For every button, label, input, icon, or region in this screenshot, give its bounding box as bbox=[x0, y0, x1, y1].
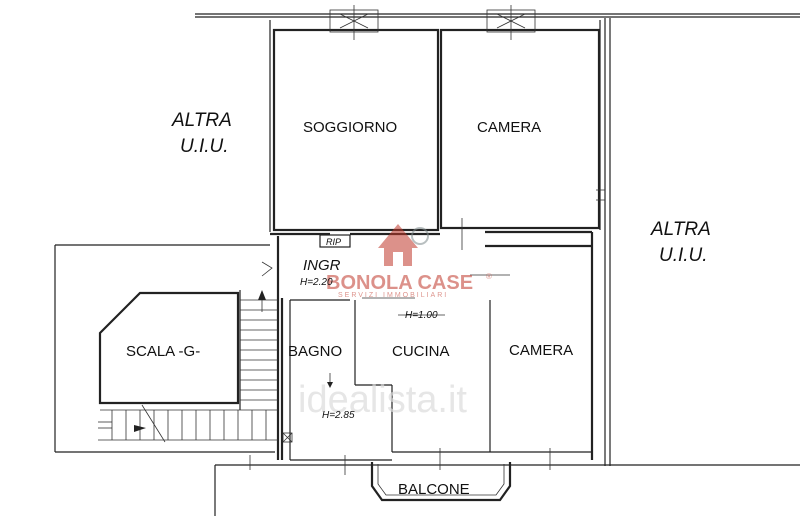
watermark-brand: BONOLA CASE bbox=[326, 272, 473, 294]
globe-icon bbox=[411, 227, 429, 245]
room-scala: SCALA -G- bbox=[126, 343, 200, 360]
balcony bbox=[249, 448, 551, 502]
height-ingresso: H=2.20 bbox=[300, 277, 333, 288]
room-camera-top: CAMERA bbox=[477, 119, 541, 136]
upper-rooms-walls bbox=[269, 20, 605, 232]
top-windows bbox=[329, 5, 536, 40]
room-camera-right: CAMERA bbox=[509, 342, 573, 359]
neighbor-left-line2: U.I.U. bbox=[180, 136, 229, 157]
room-ingresso: INGR bbox=[303, 257, 341, 274]
staircase bbox=[98, 261, 279, 443]
room-soggiorno: SOGGIORNO bbox=[303, 119, 397, 136]
height-bagno: H=2.85 bbox=[322, 410, 355, 421]
house-icon bbox=[378, 224, 418, 266]
room-ripostiglio: RIP bbox=[326, 237, 341, 247]
watermark-portal: idealista.it bbox=[298, 379, 467, 421]
watermark-tagline: SERVIZI IMMOBILIARI bbox=[338, 292, 448, 299]
height-cucina: H=1.00 bbox=[405, 310, 438, 321]
watermark-logo: BONOLA CASE ® SERVIZI IMMOBILIARI bbox=[326, 224, 492, 299]
neighbor-right-line2: U.I.U. bbox=[659, 245, 708, 266]
room-cucina: CUCINA bbox=[392, 343, 450, 360]
watermark-registered: ® bbox=[486, 272, 492, 281]
room-bagno: BAGNO bbox=[288, 343, 342, 360]
room-balcone: BALCONE bbox=[398, 481, 470, 498]
neighbor-left-line1: ALTRA bbox=[171, 110, 232, 131]
outer-walls bbox=[54, 13, 800, 516]
lower-rooms-walls bbox=[270, 218, 594, 461]
neighbor-right-line1: ALTRA bbox=[650, 219, 711, 240]
